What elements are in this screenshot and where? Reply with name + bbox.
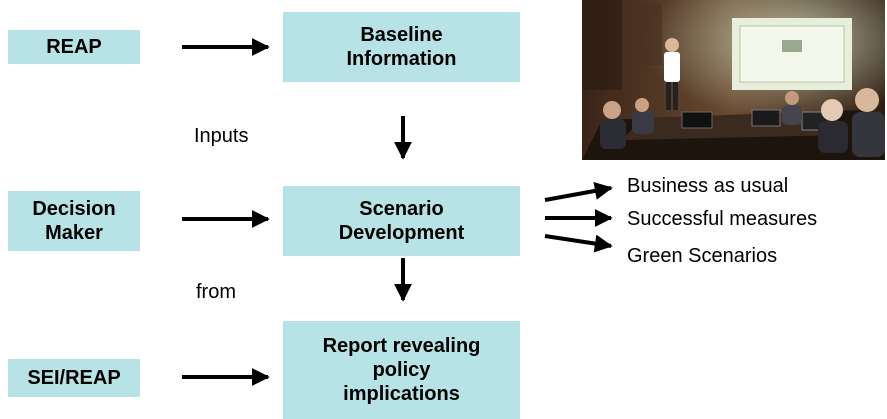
source-sei-reap-box: SEI/REAP: [8, 359, 140, 397]
inputs-label: Inputs: [194, 125, 249, 147]
outcome-green-scenarios: Green Scenarios: [627, 245, 778, 267]
baseline-information-box: Baseline Information: [283, 12, 520, 82]
from-label: from: [196, 281, 236, 303]
baseline-information-label: Baseline Information: [346, 24, 457, 70]
arrow-to-green-scenarios: [544, 234, 613, 253]
source-reap-label: REAP: [46, 36, 102, 58]
report-policy-implications-label: Report revealing policy implications: [322, 335, 481, 405]
scenario-development-box: Scenario Development: [283, 186, 520, 256]
source-decision-maker-label: Decision Maker: [32, 198, 116, 244]
outcome-successful-measures: Successful measures: [627, 208, 818, 230]
source-reap-box: REAP: [8, 30, 140, 64]
scenario-development-label: Scenario Development: [338, 198, 465, 244]
source-decision-maker-box: Decision Maker: [8, 191, 140, 251]
source-sei-reap-label: SEI/REAP: [27, 367, 121, 389]
report-policy-implications-box: Report revealing policy implications: [283, 321, 520, 419]
arrow-to-business-as-usual: [544, 182, 613, 202]
outcome-business-as-usual: Business as usual: [627, 175, 789, 197]
meeting-photo: [582, 0, 885, 160]
